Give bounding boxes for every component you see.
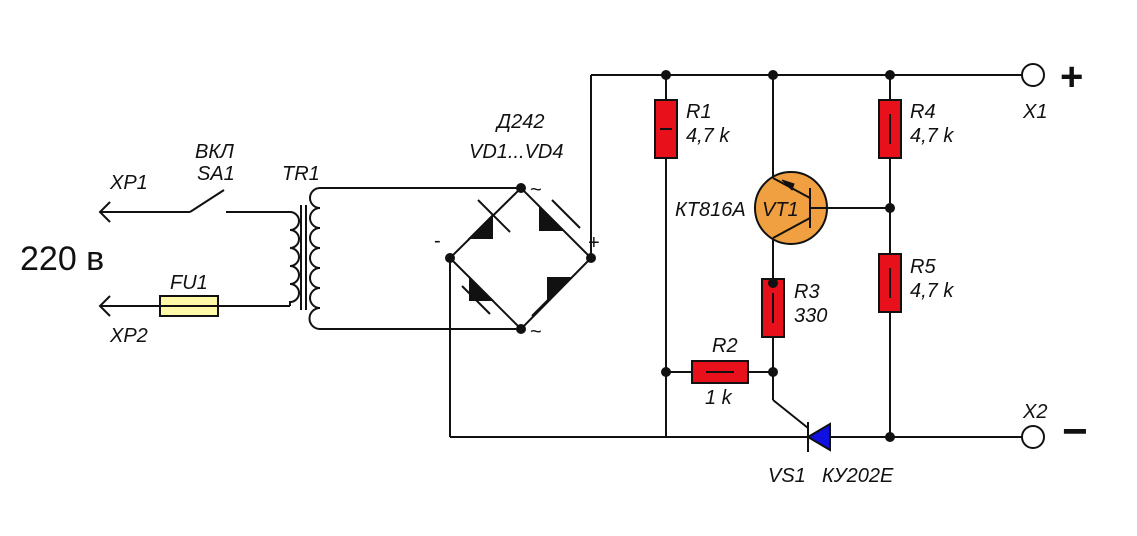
transistor-ref: VT1 — [762, 199, 799, 221]
transistor-vt1 — [754, 171, 828, 245]
r5-ref: R5 — [910, 256, 936, 278]
diode-vd-lower-right — [531, 277, 573, 317]
thyristor-vs1 — [806, 422, 831, 452]
junction-dot — [516, 324, 526, 334]
bridge-plus-sign: + — [588, 232, 600, 254]
resistor-r2 — [691, 360, 749, 384]
junction-dot — [586, 253, 596, 263]
transformer-label: TR1 — [282, 163, 320, 185]
r4-ref: R4 — [910, 101, 936, 123]
transistor-type: КТ816А — [675, 199, 746, 221]
diode-vd-upper-right — [539, 199, 581, 231]
mains-voltage-label: 220 в — [20, 240, 104, 278]
r2-ref: R2 — [712, 335, 738, 357]
r4-value: 4,7 k — [910, 125, 954, 147]
switch-sa1 — [189, 189, 225, 213]
junction-dot — [768, 278, 778, 288]
plug-xp2-label: XP2 — [109, 325, 148, 347]
r1-value: 4,7 k — [686, 125, 730, 147]
junction-dot — [885, 432, 895, 442]
terminal-x1 — [1021, 63, 1045, 87]
bridge-ac-top: ~ — [530, 179, 542, 201]
junction-dot — [661, 70, 671, 80]
terminal-x2 — [1021, 425, 1045, 449]
diode-vd-lower-left — [461, 275, 495, 315]
junction-dot — [661, 367, 671, 377]
junction-dot — [445, 253, 455, 263]
switch-label-top: ВКЛ — [195, 141, 234, 163]
thyristor-ref: VS1 — [768, 465, 806, 487]
output-minus-sign: − — [1062, 407, 1088, 456]
terminal-x1-label: X1 — [1022, 101, 1047, 123]
fuse-label: FU1 — [170, 272, 208, 294]
junction-dots — [445, 70, 895, 442]
r2-value: 1 k — [705, 387, 733, 409]
plug-xp1-label: XP1 — [109, 172, 148, 194]
junction-dot — [885, 203, 895, 213]
resistor-r1 — [654, 99, 678, 159]
junction-dot — [768, 367, 778, 377]
mains-plug-xp2 — [98, 295, 111, 317]
junction-dot — [768, 70, 778, 80]
r3-ref: R3 — [794, 281, 820, 303]
r5-value: 4,7 k — [910, 280, 954, 302]
bridge-type-label: Д242 — [495, 111, 544, 133]
transformer-tr1 — [289, 187, 321, 330]
diode-bridge — [449, 186, 593, 331]
bridge-refs-label: VD1...VD4 — [469, 141, 563, 163]
bridge-ac-bottom: ~ — [530, 321, 542, 343]
bridge-minus-sign: - — [434, 230, 441, 252]
junction-dot — [885, 70, 895, 80]
terminal-x2-label: X2 — [1022, 401, 1047, 423]
junction-dot — [516, 183, 526, 193]
diode-vd-upper-left — [467, 199, 511, 239]
switch-label-ref: SA1 — [197, 163, 235, 185]
mains-plug-xp1 — [98, 201, 111, 223]
thyristor-type: КУ202Е — [822, 465, 894, 487]
resistor-r5 — [878, 253, 902, 313]
r3-value: 330 — [794, 305, 827, 327]
output-plus-sign: + — [1060, 55, 1083, 99]
r1-ref: R1 — [686, 101, 712, 123]
resistor-r4 — [878, 99, 902, 159]
